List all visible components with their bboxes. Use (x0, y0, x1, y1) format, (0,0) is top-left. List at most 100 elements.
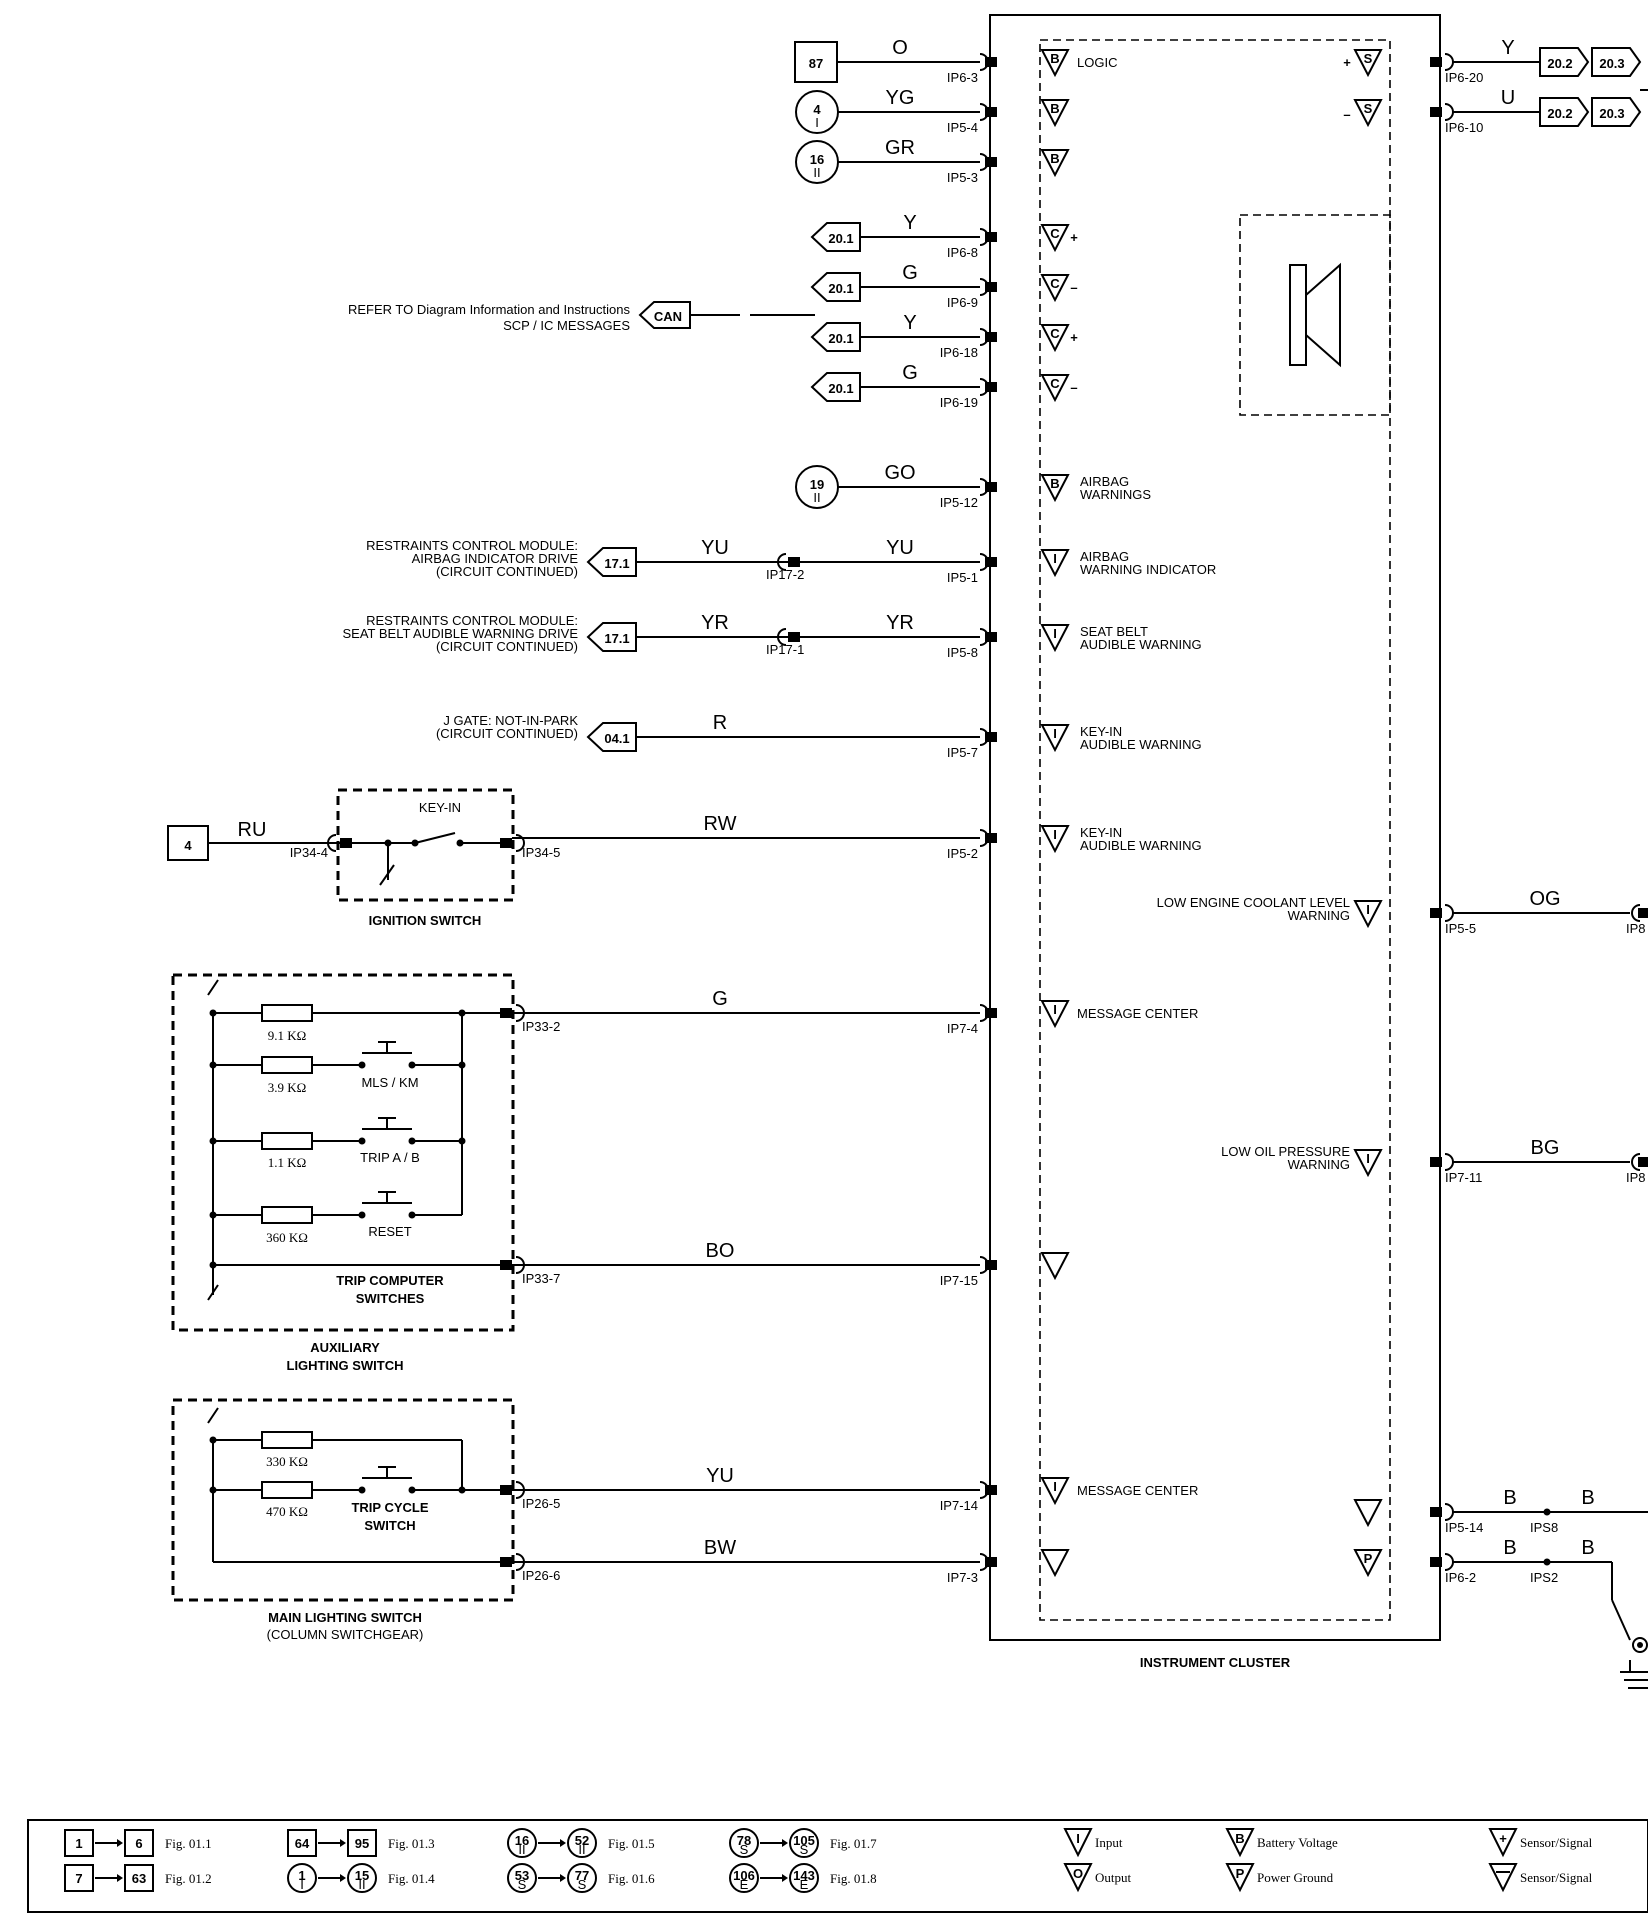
wire-color: G (902, 362, 918, 384)
wire-color: YR (886, 612, 914, 634)
splice-point (1543, 1508, 1551, 1516)
pin-label: IP5-7 (947, 745, 978, 760)
legend-ref-box (347, 1829, 377, 1857)
signal-symbol-letter: C (1050, 376, 1060, 391)
ignition-pin-out: IP34-5 (522, 845, 560, 860)
pin-label: IP5-8 (947, 645, 978, 660)
legend-ref: 1 (75, 1836, 82, 1851)
wire-color: Y (903, 312, 916, 334)
legend-triangle (1063, 1828, 1093, 1858)
main-title-2: (COLUMN SWITCHGEAR) (267, 1627, 424, 1642)
resistor (261, 1132, 313, 1150)
legend-fig-label: Fig. 01.8 (830, 1871, 877, 1886)
trip-resistor-1: 9.1 KΩ (268, 1028, 307, 1043)
input-circuit: 04.1J GATE: NOT-IN-PARK(CIRCUIT CONTINUE… (436, 712, 1202, 760)
signal-symbol-letter: I (1366, 1151, 1370, 1166)
main-pin-2: IP26-6 (522, 1568, 560, 1583)
can-refer-line-2: SCP / IC MESSAGES (503, 318, 630, 333)
function-label: AIRBAG (1080, 549, 1129, 564)
connector-ref: 20.3 (1599, 106, 1624, 121)
legend-ref-circle (789, 1863, 819, 1893)
far-pin-label: IP8 (1626, 921, 1646, 936)
function-label: LOW ENGINE COOLANT LEVEL (1157, 895, 1350, 910)
signal-symbol-letter: B (1050, 101, 1059, 116)
trip-title-1: TRIP COMPUTER (336, 1273, 444, 1288)
legend-triangle (1488, 1863, 1518, 1893)
legend-ref-sub: II (518, 1842, 525, 1857)
wire-color: YU (701, 537, 729, 559)
wire-color: G (712, 988, 728, 1010)
connector-ref: 20.1 (828, 381, 853, 396)
resistor (261, 1481, 313, 1499)
wire-color: Y (903, 212, 916, 234)
trip-resistor-2: 3.9 KΩ (268, 1080, 307, 1095)
signal-symbol: I (1040, 549, 1070, 578)
legend-symbol: Sensor/Signal (1488, 1863, 1593, 1893)
connector-ref: 20.1 (828, 331, 853, 346)
legend-fig-label: Fig. 01.1 (165, 1836, 212, 1851)
pin-label: IP6-19 (940, 395, 978, 410)
pin-label: IP5-2 (947, 846, 978, 861)
signal-symbol: P (1353, 1549, 1383, 1578)
legend-triangle (1225, 1863, 1255, 1893)
connector-ref: 87 (809, 56, 823, 71)
legend-ref: 53 (515, 1868, 529, 1883)
legend-symbol-text: Power Ground (1257, 1870, 1334, 1885)
connector-ref: 19 (810, 477, 824, 492)
signal-polarity: + (1343, 55, 1351, 70)
connector-ref: 17.1 (604, 631, 629, 646)
signal-symbol-letter: P (1364, 1551, 1373, 1566)
function-label: AUDIBLE WARNING (1080, 737, 1202, 752)
connector-ref: 20.2 (1547, 106, 1572, 121)
main-resistor-1: 330 KΩ (266, 1454, 308, 1469)
legend-symbol-letter: I (1076, 1831, 1080, 1846)
main-button-1: TRIP CYCLE (351, 1500, 428, 1515)
legend-ref: 143 (793, 1868, 815, 1883)
trip-pin-2: IP33-7 (522, 1271, 560, 1286)
input-circuit: BW IP7-3 (512, 1537, 1070, 1585)
connector-ref-arrow (1539, 97, 1590, 127)
legend-ref: 16 (515, 1833, 529, 1848)
splice-point (1543, 1558, 1551, 1566)
pin-label: IP6-9 (947, 295, 978, 310)
signal-symbol-letter: S (1364, 101, 1373, 116)
function-label: KEY-IN (1080, 825, 1122, 840)
source-label: (CIRCUIT CONTINUED) (436, 564, 578, 579)
inline-pin: IP17-2 (766, 567, 804, 582)
source-label: (CIRCUIT CONTINUED) (436, 726, 578, 741)
pin-label: IP6-8 (947, 245, 978, 260)
signal-polarity: – (1070, 380, 1077, 395)
legend-fig-label: Fig. 01.6 (608, 1871, 655, 1886)
main-title-1: MAIN LIGHTING SWITCH (268, 1610, 422, 1625)
connector-ref: 20.1 (828, 281, 853, 296)
legend-ref: 63 (132, 1871, 146, 1886)
signal-symbol-letter: I (1053, 1002, 1057, 1017)
connector-ref: 4 (813, 102, 821, 117)
pin-label: IP7-11 (1445, 1170, 1482, 1185)
legend-symbol: +Sensor/Signal (1488, 1828, 1593, 1858)
legend-ref-box (124, 1829, 154, 1857)
pin-label: IP7-3 (947, 1570, 978, 1585)
trip-button-1: MLS / KM (361, 1075, 418, 1090)
connector-ref-arrow (1539, 47, 1590, 77)
legend-ref-box (287, 1829, 317, 1857)
signal-symbol-letter: B (1050, 151, 1059, 166)
legend-ref: 78 (737, 1833, 751, 1848)
signal-symbol: C– (1040, 374, 1078, 403)
wire-color: BW (704, 1537, 736, 1559)
ignition-contact-label: KEY-IN (419, 800, 461, 815)
wire-color: GO (884, 462, 915, 484)
wire-color: B (1503, 1537, 1516, 1559)
legend-symbol-letter: + (1499, 1831, 1507, 1846)
pin-label: IP7-4 (947, 1021, 978, 1036)
connector-ref-sub: II (813, 490, 820, 505)
wire-color: YR (701, 612, 729, 634)
